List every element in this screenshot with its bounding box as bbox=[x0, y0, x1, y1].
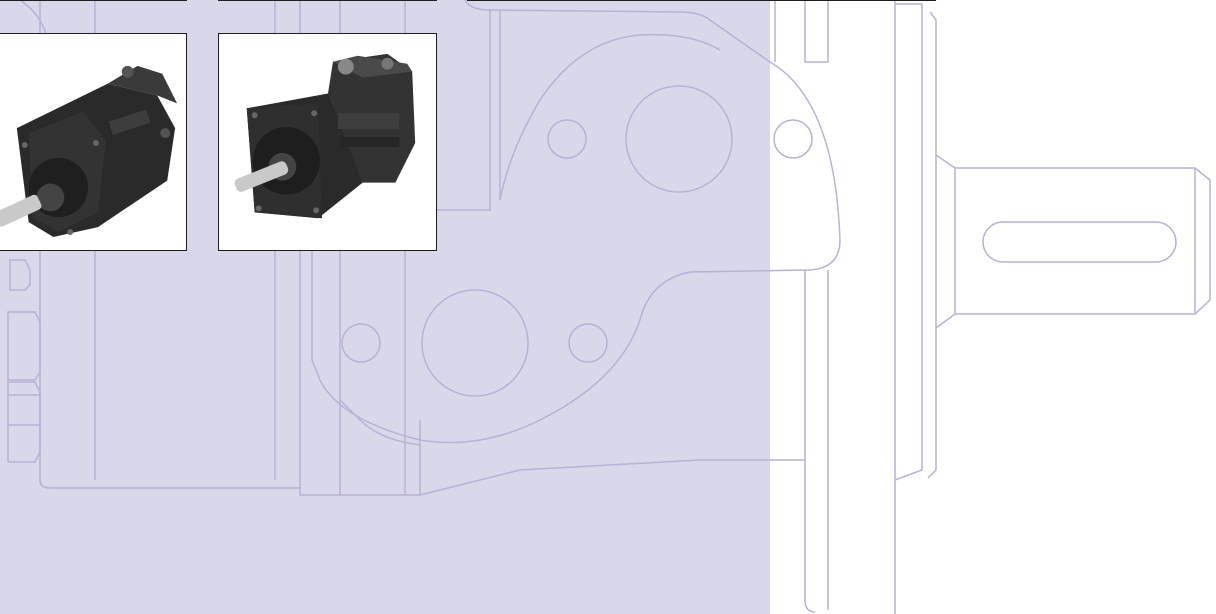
hydraulic-motor-icon bbox=[219, 34, 436, 250]
hydraulic-motor-photo-2 bbox=[218, 33, 437, 251]
photo-frame-top-right bbox=[467, 0, 936, 1]
hydraulic-motor-photo-1 bbox=[0, 33, 187, 251]
photo-frame-top-middle bbox=[218, 0, 437, 1]
photo-frame-top-left bbox=[0, 0, 187, 1]
hydraulic-motor-icon bbox=[0, 34, 186, 250]
